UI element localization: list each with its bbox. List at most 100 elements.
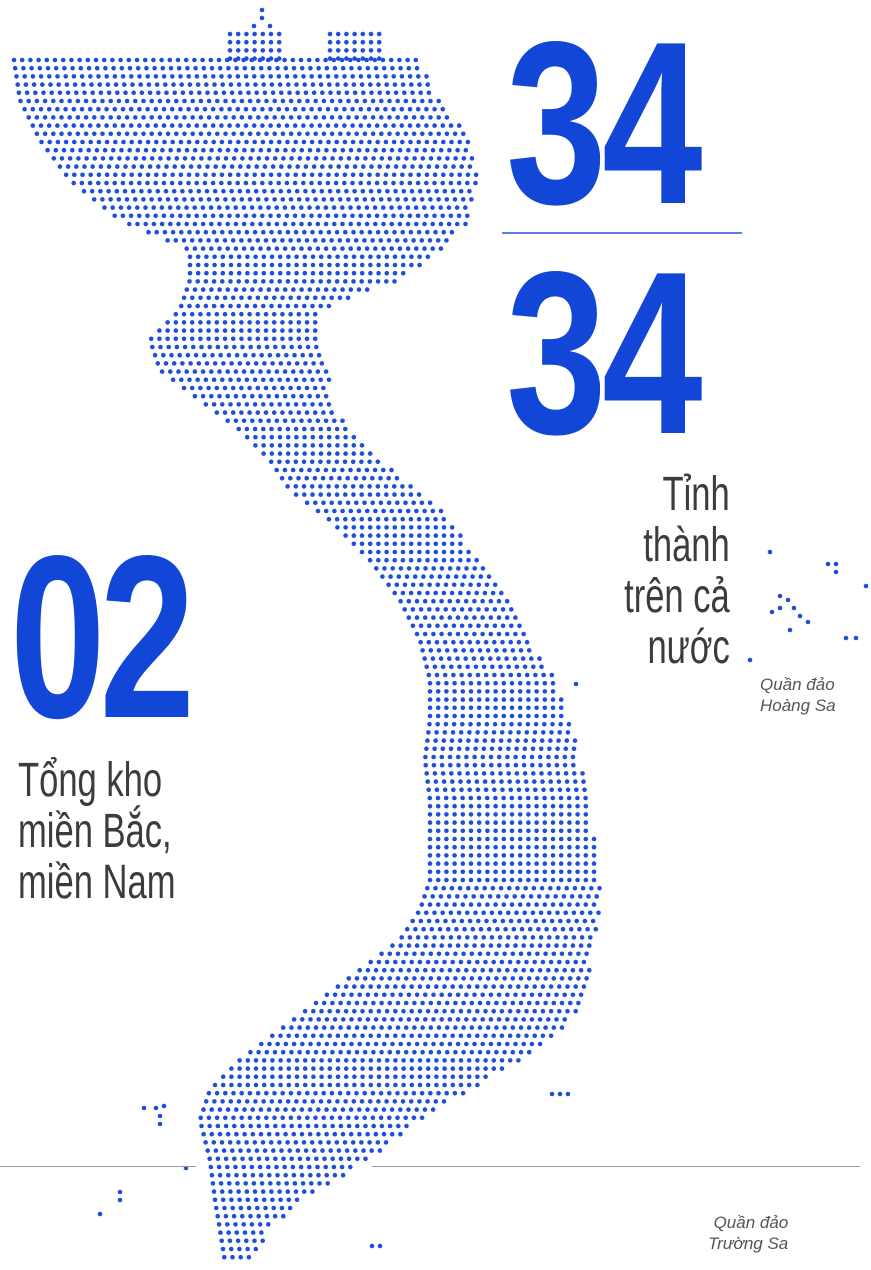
map-dot bbox=[534, 689, 539, 694]
map-dot bbox=[537, 1041, 543, 1047]
map-dot bbox=[485, 1049, 491, 1055]
map-dot bbox=[460, 803, 466, 809]
map-dot bbox=[542, 869, 548, 875]
map-dot bbox=[524, 1008, 529, 1014]
map-dot bbox=[395, 976, 401, 981]
map-dot bbox=[548, 779, 553, 784]
map-dot bbox=[318, 484, 323, 489]
map-dot bbox=[231, 131, 236, 137]
map-dot bbox=[168, 147, 173, 153]
map-dot bbox=[403, 1025, 409, 1030]
map-dot bbox=[139, 188, 144, 194]
map-dot bbox=[281, 1213, 286, 1219]
map-dot bbox=[489, 910, 495, 916]
map-dot bbox=[526, 1000, 532, 1006]
map-dot bbox=[203, 229, 209, 235]
map-dot bbox=[406, 566, 412, 571]
map-dot bbox=[433, 516, 438, 522]
map-dot bbox=[424, 664, 430, 670]
map-dot bbox=[106, 164, 112, 169]
map-dot bbox=[439, 1041, 445, 1047]
map-dot bbox=[356, 221, 362, 227]
map-dot bbox=[509, 705, 515, 711]
map-dot bbox=[252, 1238, 257, 1244]
map-dot bbox=[123, 90, 128, 96]
map-dot bbox=[379, 1025, 384, 1030]
map-dot bbox=[38, 123, 44, 128]
map-dot bbox=[343, 1033, 349, 1039]
map-dot bbox=[324, 1041, 330, 1047]
map-dot bbox=[534, 803, 539, 809]
map-dot bbox=[278, 1058, 283, 1063]
map-dot bbox=[287, 90, 292, 96]
map-dot bbox=[529, 1041, 535, 1047]
map-dot bbox=[253, 1197, 259, 1203]
map-dot bbox=[318, 443, 324, 448]
map-dot bbox=[383, 1140, 389, 1145]
map-dot bbox=[305, 1115, 310, 1121]
map-dot bbox=[407, 74, 413, 79]
map-dot bbox=[312, 328, 318, 333]
map-dot bbox=[182, 156, 188, 161]
map-dot bbox=[92, 115, 97, 120]
map-dot bbox=[525, 721, 531, 727]
map-dot bbox=[352, 90, 358, 96]
map-dot bbox=[345, 295, 351, 301]
map-dot bbox=[261, 402, 266, 407]
map-dot bbox=[91, 197, 97, 202]
map-dot bbox=[389, 147, 395, 153]
map-dot bbox=[311, 188, 316, 194]
map-dot bbox=[343, 270, 349, 276]
map-dot bbox=[320, 475, 326, 481]
map-dot bbox=[282, 246, 288, 251]
map-dot bbox=[406, 598, 412, 604]
map-dot bbox=[427, 861, 433, 866]
map-dot bbox=[541, 787, 546, 793]
map-dot bbox=[271, 320, 277, 325]
map-dot bbox=[400, 525, 406, 530]
map-dot bbox=[296, 410, 302, 415]
map-dot bbox=[542, 705, 548, 711]
map-dot bbox=[444, 238, 449, 243]
map-dot bbox=[100, 98, 105, 104]
map-dot bbox=[308, 1172, 313, 1178]
map-dot bbox=[303, 361, 308, 366]
map-dot bbox=[559, 1025, 565, 1030]
map-dot bbox=[463, 615, 469, 620]
map-dot bbox=[509, 844, 515, 850]
map-dot bbox=[316, 352, 322, 358]
map-dot bbox=[505, 1041, 510, 1047]
map-dot bbox=[559, 951, 565, 957]
map-dot bbox=[135, 65, 141, 71]
map-dot bbox=[225, 1107, 231, 1112]
map-dot bbox=[260, 123, 265, 128]
map-dot bbox=[277, 270, 283, 276]
map-dot bbox=[477, 1000, 483, 1006]
map-dot bbox=[188, 188, 193, 194]
map-dot bbox=[203, 1099, 209, 1104]
map-dot bbox=[174, 156, 180, 161]
map-dot bbox=[533, 787, 538, 793]
map-dot bbox=[410, 164, 415, 169]
map-dot bbox=[277, 254, 283, 260]
map-dot bbox=[561, 894, 567, 899]
map-dot bbox=[456, 566, 461, 571]
map-dot bbox=[358, 213, 364, 219]
map-dot bbox=[298, 57, 304, 63]
map-dot bbox=[71, 123, 77, 128]
map-dot bbox=[464, 762, 470, 768]
map-dot bbox=[385, 188, 390, 194]
map-dot bbox=[497, 746, 503, 752]
map-dot bbox=[488, 967, 494, 973]
map-dot bbox=[485, 1000, 491, 1006]
map-dot bbox=[524, 787, 530, 793]
map-dot bbox=[167, 205, 173, 210]
map-dot bbox=[458, 533, 463, 538]
map-dot bbox=[170, 172, 175, 178]
map-dot bbox=[307, 147, 313, 153]
map-dot bbox=[362, 115, 368, 120]
map-dot bbox=[361, 1148, 366, 1153]
map-dot bbox=[250, 221, 255, 227]
map-dot bbox=[247, 1115, 253, 1121]
map-dot bbox=[438, 656, 444, 661]
